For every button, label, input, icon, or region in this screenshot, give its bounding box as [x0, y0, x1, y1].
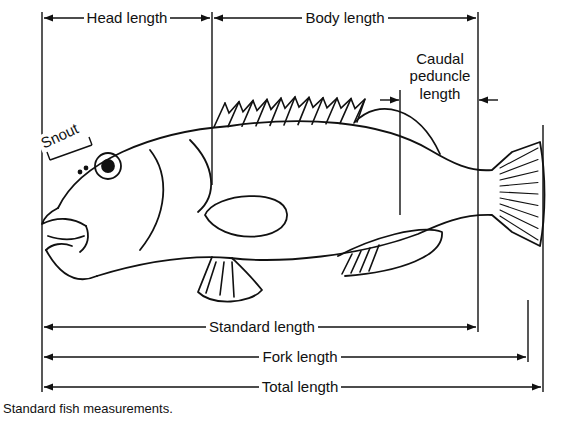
dimension-arrow [380, 99, 399, 100]
dimension-label: Standard length [206, 318, 318, 335]
reference-line [211, 12, 212, 185]
caudal-fin-ray [500, 183, 538, 187]
caudal-fin-ray [500, 216, 538, 240]
dorsal-fin [225, 97, 365, 122]
dorsal-spine [242, 101, 253, 127]
dimension-arrow [479, 99, 498, 100]
fish-mouth [42, 208, 86, 226]
anal-fin-spine [351, 251, 361, 273]
anal-fin-spine [360, 248, 370, 272]
gill-line [140, 150, 163, 250]
reference-line [527, 300, 528, 362]
anal-fin-spine [369, 245, 379, 271]
fish-body [58, 121, 545, 276]
pelvic-fin-ray [220, 262, 224, 295]
pectoral-fin [205, 196, 287, 237]
dorsal-spine [228, 102, 239, 127]
caudal-fin-ray [500, 192, 538, 194]
fish-eye [95, 153, 121, 179]
dorsal-spine [256, 99, 267, 125]
reference-line [399, 90, 400, 215]
caudal-fin-ray [500, 198, 538, 206]
caudal-fin-ray [500, 204, 538, 217]
caudal-fin-ray [500, 171, 538, 180]
anal-fin-spine [342, 254, 352, 274]
caudal-fin-ray [500, 148, 538, 168]
dorsal-spine [312, 98, 323, 124]
anal-fin [338, 230, 442, 276]
dimension-label: Body length [302, 9, 387, 26]
pelvic-fin-ray [206, 262, 216, 293]
reference-line [41, 12, 42, 392]
pelvic-fin-ray [232, 262, 234, 297]
dimension-label: Total length [259, 378, 342, 395]
dimension-label: Head length [84, 9, 171, 26]
dorsal-spine [326, 98, 337, 124]
dorsal-spine [340, 99, 351, 124]
dorsal-spine [298, 97, 309, 124]
fish-mouth [46, 236, 84, 250]
dimension-label: Caudal peduncle length [400, 50, 480, 102]
part-label: Snout [36, 119, 84, 154]
fish-eye [102, 160, 114, 172]
gill-cover [190, 140, 211, 212]
reference-line [477, 12, 478, 332]
dorsal-fin [355, 109, 440, 154]
figure-caption: Standard fish measurements. [3, 401, 173, 416]
pelvic-fin [198, 257, 262, 302]
dorsal-spine [270, 98, 281, 125]
dorsal-spine [284, 97, 295, 125]
fish-jaw [46, 250, 97, 279]
fish-jaw [80, 226, 88, 252]
dorsal-spine [214, 103, 225, 127]
dimension-label: Fork length [259, 348, 340, 365]
